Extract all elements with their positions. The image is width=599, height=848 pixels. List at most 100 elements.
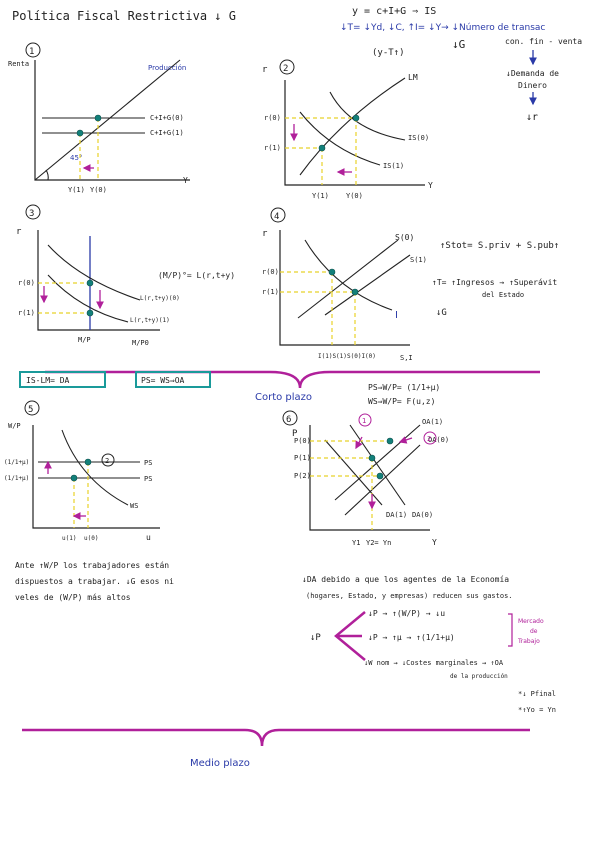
money-demand-1: ↓Demanda de — [506, 69, 559, 78]
labor-step-circle: 2 — [105, 457, 109, 465]
final-output: *↑Yo = Yn — [518, 706, 556, 714]
y1-label: Y(1) — [68, 186, 85, 194]
stot-note: ↑Stot= S.priv + S.pub↑ — [440, 241, 559, 251]
is1-curve — [299, 111, 381, 166]
graph-5-number: 5 — [28, 405, 33, 415]
top-right-notes: y = c+I+G ⇒ IS ↓T= ↓Yd, ↓C, ↑I= ↓Y→ ↓Núm… — [340, 6, 582, 123]
graph-1-ylabel: Renta — [8, 60, 29, 68]
oa0-line — [344, 444, 421, 516]
graph-1-xlabel: Y — [183, 176, 188, 185]
graph-4-ylabel: r — [262, 229, 268, 239]
markup-1: (1/1+μ) — [4, 459, 29, 466]
r0-label-4: r(0) — [262, 268, 279, 276]
medio-plazo-brace — [22, 728, 530, 747]
labor-eq-0 — [70, 474, 78, 482]
graph-4-notes: ↑Stot= S.priv + S.pub↑ ↑T= ↑Ingresos → ↑… — [432, 241, 559, 318]
da1-line — [324, 439, 383, 506]
graph-4-number: 4 — [274, 212, 279, 222]
equilibrium-0 — [94, 114, 102, 122]
s0-label: S(0) — [395, 233, 414, 242]
savings-0 — [297, 239, 399, 319]
r0-label: r(0) — [264, 114, 281, 122]
p1-label: P(1) — [294, 454, 311, 462]
corto-plazo-label: Corto plazo — [255, 392, 312, 403]
money-eq-0 — [86, 279, 94, 287]
money-eq: (M/P)°= L(r,t+y) — [158, 271, 235, 280]
graph-6-number: 6 — [286, 415, 291, 425]
ad-as-eq-1 — [368, 454, 376, 462]
investment-label: I — [395, 310, 398, 321]
ad-as-eq-2 — [386, 437, 394, 445]
graph-1-number: 1 — [29, 47, 34, 57]
ws-eq: WS⇒W/P= F(u,z) — [368, 397, 435, 406]
left-explanation: Ante ↑W/P los trabajadores están dispues… — [15, 561, 174, 602]
oa1-line — [334, 424, 421, 501]
graph-3-xtick: M/P — [78, 336, 91, 344]
angle-label: 45° — [70, 154, 82, 162]
graph-4-xlabel: S,I — [400, 354, 413, 362]
ws-label: WS — [130, 502, 138, 510]
money-eq-1 — [86, 309, 94, 317]
u1-label: u(1) — [62, 535, 76, 542]
graph-3-xlabel: M/P0 — [132, 339, 149, 347]
p0-label: P(0) — [294, 437, 311, 445]
graph-2-ylabel: r — [262, 65, 268, 75]
is-lm-eq-1 — [318, 144, 326, 152]
graph-4-savings-investment: 4 r S(0) S(1) I r(0) r(1) I(1)S(1) S(0)I… — [262, 207, 427, 362]
price-down: ↓P — [310, 633, 321, 643]
branch-1: ↓P → ↑(W/P) → ↓u — [368, 609, 445, 618]
ag-demand-0-label: C+I+G(0) — [150, 114, 184, 122]
graph-6-ylabel: P — [292, 429, 298, 439]
labor-market-3: Trabajo — [517, 638, 540, 645]
ps2-label: PS — [144, 475, 152, 483]
r1-label-4: r(1) — [262, 288, 279, 296]
right-line-2: (hogares, Estado, y empresas) reducen su… — [306, 592, 513, 600]
ps1-label: PS — [144, 459, 152, 467]
left-line-2: dispuestos a trabajar. ↓G esos ni — [15, 577, 174, 586]
y1-label-6: Y1 — [352, 539, 360, 547]
box-ps-ws — [135, 371, 211, 388]
eq-g-down: ↓G — [452, 38, 465, 51]
labor-market-2: de — [530, 628, 538, 635]
ad-step-1: 1 — [362, 417, 366, 425]
si-eq-0 — [328, 268, 336, 276]
md0-label: L(r,t+y)(0) — [140, 295, 180, 302]
y0-label: Y(0) — [90, 186, 107, 194]
branch-3: ↓W nom → ↓Costes marginales → ↑OA — [364, 659, 504, 667]
equilibrium-1 — [76, 129, 84, 137]
oa0-label: OA(0) — [428, 436, 449, 444]
si-x1: S(0)I(0) — [347, 353, 376, 360]
is1-label: IS(1) — [383, 162, 404, 170]
right-line-1: ↓DA debido a que los agentes de la Econo… — [302, 575, 509, 584]
eq-chain-cont: con. fin - venta — [505, 37, 582, 46]
g-down-note: ↓G — [436, 308, 447, 318]
ag-demand-1-label: C+I+G(1) — [150, 129, 184, 137]
graph-5-ylabel: W/P — [8, 422, 21, 430]
eq-disposable: (y-T↑) — [372, 48, 405, 58]
savings-1 — [324, 254, 411, 316]
r1-label-3: r(1) — [18, 309, 35, 317]
graph-5-labor-market: 5 W/P PS PS WS (1/1+μ) (1/1+μ) 2 u(1) u(… — [4, 400, 160, 542]
ad-as-eq-0 — [376, 472, 384, 480]
graph-6-ad-as: 6 P OA(1) OA(0) DA(1) DA(0) 1 2 P(0) P(1… — [282, 410, 449, 547]
graph-3-money-market: 3 r L(r,t+y)(0) L(r,t+y)(1) (M/P)°= L(r,… — [16, 204, 235, 347]
md1-label: L(r,t+y)(1) — [130, 317, 170, 324]
branch-3-cont: de la producción — [450, 673, 508, 680]
final-price: *↓ Pfinal — [518, 690, 556, 698]
corto-plazo-brace — [45, 370, 540, 389]
u0-label: u(0) — [84, 535, 98, 542]
right-explanation: ↓DA debido a que los agentes de la Econo… — [302, 575, 556, 714]
graph-6-xlabel: Y — [432, 538, 437, 547]
markup-2: (1/1+μ) — [4, 475, 29, 482]
lm-label: LM — [408, 73, 418, 82]
r0-label-3: r(0) — [18, 279, 35, 287]
is0-label: IS(0) — [408, 134, 429, 142]
branch-2: ↓P → ↑μ → ↑(1/1+μ) — [368, 633, 455, 642]
page-title: Política Fiscal Restrictiva ↓ G — [12, 9, 236, 23]
eq-is: y = c+I+G ⇒ IS — [352, 6, 436, 17]
graph-2-is-lm: 2 r LM IS(0) IS(1) r(0) r(1) Y(1) Y(0) Y — [262, 59, 433, 200]
graph-2-number: 2 — [283, 64, 288, 74]
lm-curve — [299, 77, 406, 176]
ad-step-2: 2 — [427, 435, 431, 443]
